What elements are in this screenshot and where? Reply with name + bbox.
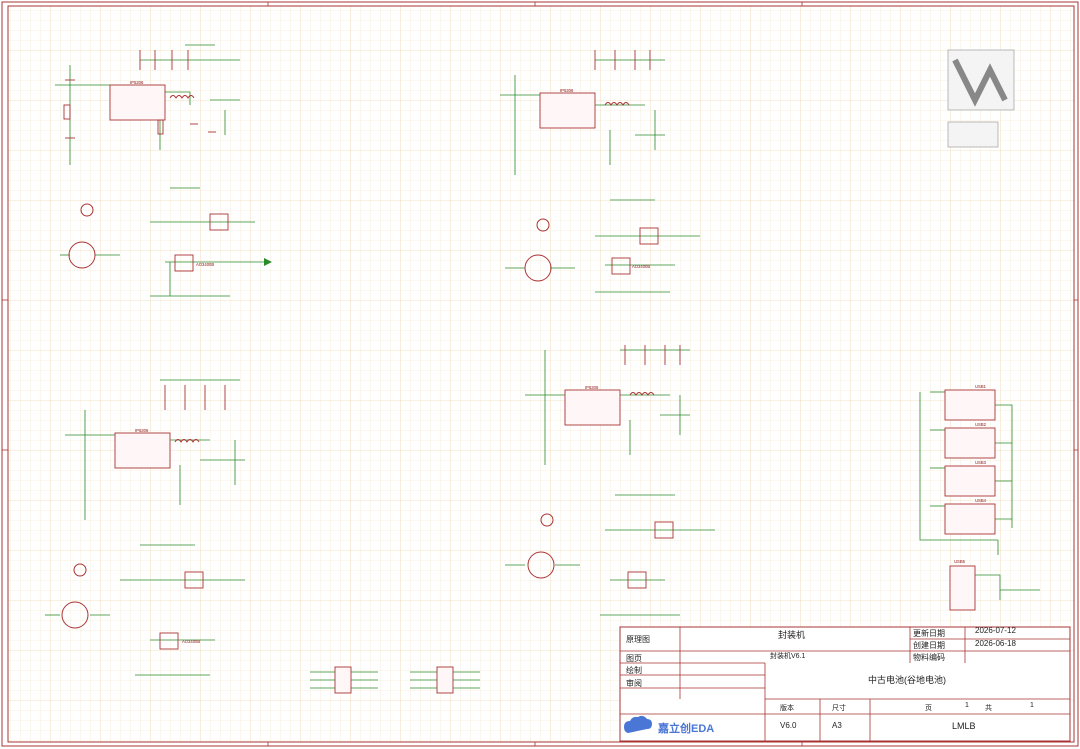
ic-ip5306 — [114, 432, 171, 469]
mosfet-label: AO3400B — [632, 264, 650, 269]
ic-label: IP5306 — [585, 385, 599, 390]
mosfet-symbol — [159, 632, 179, 650]
ic-label: IP5306 — [560, 88, 574, 93]
usb-connector — [944, 427, 996, 459]
motor-block-4 — [505, 494, 715, 616]
mosfet-label: AO3400B — [182, 639, 200, 644]
mosfet-symbol — [611, 257, 631, 275]
usb-connector — [944, 389, 996, 421]
usb-label: USB3 — [975, 460, 987, 465]
eda-logo-icon — [624, 715, 652, 733]
tb-version-label: 版本 — [780, 703, 794, 712]
mosfet-symbol — [639, 227, 659, 245]
tb-total: 1 — [1030, 702, 1034, 709]
usb-connector — [949, 565, 976, 611]
motor-block-1: AO3400B — [60, 187, 272, 297]
tb-part-name: 中古电池(谷地电池) — [868, 674, 946, 685]
usb-connector — [944, 503, 996, 535]
ic-ip5306 — [564, 389, 621, 426]
motor-symbol — [527, 551, 555, 579]
usb-label: USB2 — [975, 422, 987, 427]
usb-block: USB1 USB2 USB3 USB4 USB5 — [919, 384, 1040, 611]
tb-version: V6.0 — [780, 721, 797, 730]
tb-row-label: 审阅 — [626, 678, 642, 688]
motor-symbol — [524, 254, 552, 282]
mosfet-symbol — [654, 521, 674, 539]
header-connector — [436, 666, 454, 694]
eda-logo-text: 嘉立创EDA — [657, 721, 714, 735]
tb-row-label: 绘制 — [626, 665, 642, 675]
tb-page: 1 — [965, 702, 969, 709]
motor-symbol — [68, 241, 96, 269]
ic-label: IP5306 — [130, 80, 144, 85]
sheet-border-inner — [7, 5, 1075, 743]
tb-author: LMLB — [952, 721, 976, 731]
mosfet-symbol — [209, 213, 229, 231]
tb-total-label: 共 — [985, 703, 992, 712]
tb-size-label: 尺寸 — [832, 703, 846, 712]
usb-label: USB5 — [954, 559, 966, 564]
tb-update-label: 更新日期 — [913, 628, 945, 638]
gnd-arrow — [264, 258, 272, 266]
usb-connector — [944, 465, 996, 497]
title-block: 原理图 图页 绘制 审阅 封装机 封装机V6.1 更新日期 2026-07-12… — [619, 626, 1071, 742]
tb-title: 封装机 — [778, 629, 805, 640]
usb-label: USB1 — [975, 384, 987, 389]
header-block — [310, 666, 480, 694]
mosfet-label: AO3400B — [196, 262, 214, 267]
header-connector — [334, 666, 352, 694]
motor-block-3: AO3400B — [45, 544, 245, 676]
charger-block-2: IP5306 — [500, 50, 665, 175]
logo-graphic — [947, 49, 1015, 148]
tb-row-label: 原理图 — [626, 635, 650, 644]
connector-symbol — [80, 203, 94, 217]
tb-subtitle: 封装机V6.1 — [770, 651, 806, 660]
tb-create-date: 2026-06-18 — [975, 639, 1016, 648]
tb-part-label: 物料编码 — [913, 652, 945, 662]
mosfet-symbol — [174, 254, 194, 272]
tb-create-label: 创建日期 — [913, 640, 945, 650]
tb-row-label: 图页 — [626, 654, 642, 663]
tb-page-label: 页 — [925, 704, 932, 712]
ic-ip5306 — [109, 84, 166, 121]
connector-symbol — [540, 513, 554, 527]
tb-size: A3 — [832, 721, 842, 730]
charger-block-1: IP5306 — [55, 44, 240, 165]
charger-block-3: IP5306 — [65, 379, 245, 520]
ic-label: IP5306 — [135, 428, 149, 433]
connector-symbol — [536, 218, 550, 232]
motor-symbol — [61, 601, 89, 629]
charger-block-4: IP5306 — [525, 345, 690, 465]
tb-update-date: 2026-07-12 — [975, 626, 1016, 635]
mosfet-symbol — [184, 571, 204, 589]
motor-block-2: AO3400B — [505, 199, 700, 293]
connector-symbol — [73, 563, 87, 577]
mosfet-symbol — [627, 571, 647, 589]
usb-label: USB4 — [975, 498, 987, 503]
ic-ip5306 — [539, 92, 596, 129]
